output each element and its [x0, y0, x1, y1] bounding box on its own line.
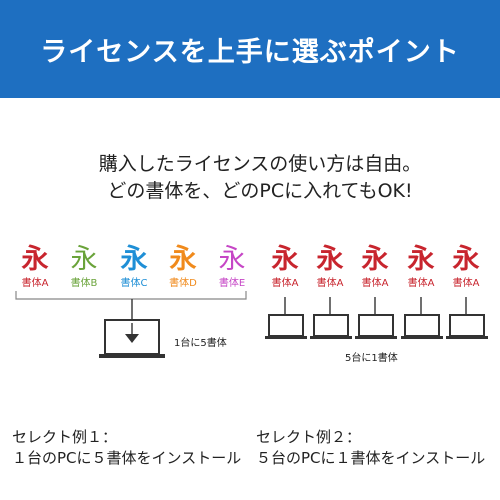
font-glyph-a-1: 永 — [271, 244, 299, 275]
laptop-icon — [99, 319, 165, 358]
left-caption: 1台に5書体 — [174, 338, 227, 349]
font-glyph-a-4: 永 — [407, 244, 435, 275]
laptop-icon-2 — [310, 314, 352, 339]
font-glyph-a-5: 永 — [452, 244, 480, 275]
font-label-a-5: 書体A — [452, 278, 480, 289]
font-glyph-a-2: 永 — [316, 244, 344, 275]
example-1-body: １台のPCに５書体をインストール — [12, 449, 242, 467]
banner-title: ライセンスを上手に選ぶポイント — [40, 36, 460, 68]
title-banner — [0, 0, 500, 98]
font-glyph-c: 永 — [120, 244, 148, 275]
font-glyph-b: 永 — [70, 244, 98, 275]
font-label-a-4: 書体A — [407, 278, 435, 289]
laptop-icon-1 — [265, 314, 307, 339]
lead-line-1: 購入したライセンスの使い方は自由。 — [98, 153, 422, 175]
laptop-icon-4 — [401, 314, 443, 339]
font-label-b: 書体B — [70, 278, 98, 289]
font-glyph-a: 永 — [21, 244, 49, 275]
example-2-title: セレクト例２： — [256, 428, 362, 446]
font-glyph-a-3: 永 — [361, 244, 389, 275]
example-2-body: ５台のPCに１書体をインストール — [256, 449, 486, 467]
laptop-icon-5 — [446, 314, 488, 339]
font-label-a-2: 書体A — [316, 278, 344, 289]
font-label-c: 書体C — [120, 278, 148, 289]
example-1-title: セレクト例１： — [12, 428, 118, 446]
font-glyph-d: 永 — [169, 244, 197, 275]
font-glyph-e: 永 — [218, 244, 246, 275]
font-label-a-1: 書体A — [271, 278, 299, 289]
right-caption: 5台に1書体 — [345, 353, 398, 364]
lead-line-2: どの書体を、どのPCに入れてもOK! — [107, 180, 413, 202]
font-label-e: 書体E — [218, 278, 246, 289]
laptop-icon-3 — [355, 314, 397, 339]
font-label-a: 書体A — [21, 278, 49, 289]
font-label-a-3: 書体A — [361, 278, 389, 289]
font-label-d: 書体D — [169, 278, 197, 289]
